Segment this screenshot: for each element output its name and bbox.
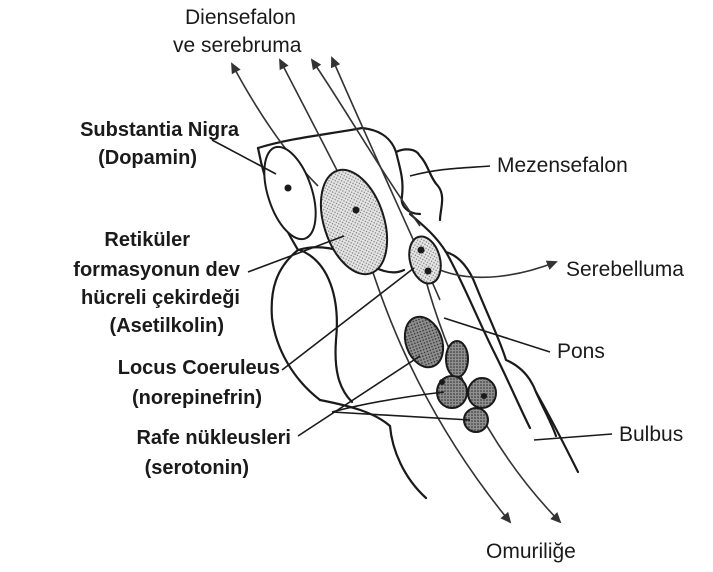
- label-norepinefrin: (norepinefrin): [132, 387, 262, 409]
- locus-coeruleus-dot-1: [418, 247, 425, 254]
- label-pons: Pons: [557, 340, 605, 363]
- leader-bulbus: [534, 434, 612, 440]
- label-hucreli: hücreli çekirdeği: [81, 287, 240, 309]
- bulbus-right-edge: [536, 392, 578, 472]
- label-asetilkolin: (Asetilkolin): [110, 315, 224, 337]
- leader-reticular: [248, 236, 344, 272]
- label-serebruma: ve serebruma: [173, 34, 302, 57]
- labels: Diensefalon ve serebruma Substantia Nigr…: [73, 6, 684, 563]
- nuclei: [254, 141, 496, 432]
- label-serotonin: (serotonin): [145, 457, 249, 479]
- leader-raphe-c: [332, 412, 470, 420]
- substantia-nigra-nucleus: [254, 141, 326, 246]
- inner-left-curve: [300, 250, 352, 402]
- label-retikuler: Retiküler: [104, 229, 190, 251]
- raphe-nucleus-4: [468, 378, 496, 408]
- raphe-nucleus-2: [446, 341, 468, 377]
- label-rafe: Rafe nükleusleri: [136, 427, 291, 449]
- label-omurilige: Omuriliğe: [486, 540, 576, 563]
- raphe-nucleus-1: [398, 311, 450, 372]
- label-mezensefalon: Mezensefalon: [497, 154, 628, 177]
- locus-coeruleus-dot-2: [425, 268, 432, 275]
- mezensefalon-contour: [396, 152, 420, 214]
- label-formasyonun: formasyonun dev: [73, 259, 241, 281]
- tract-arrow-cerebellum: [440, 262, 556, 277]
- label-locus-coeruleus: Locus Coeruleus: [118, 357, 280, 379]
- label-serebelluma: Serebelluma: [566, 258, 684, 281]
- label-bulbus: Bulbus: [619, 423, 683, 446]
- substantia-nigra-dot: [285, 185, 292, 192]
- reticular-dot: [353, 207, 360, 214]
- leader-locus-coeruleus: [282, 268, 414, 370]
- label-substantia-nigra: Substantia Nigra: [80, 119, 240, 141]
- raphe-dot-2: [481, 393, 487, 399]
- label-dopamin: (Dopamin): [98, 147, 197, 169]
- raphe-dot-1: [439, 379, 445, 385]
- leader-mezensefalon: [410, 166, 490, 176]
- label-diensefalon: Diensefalon: [185, 6, 296, 29]
